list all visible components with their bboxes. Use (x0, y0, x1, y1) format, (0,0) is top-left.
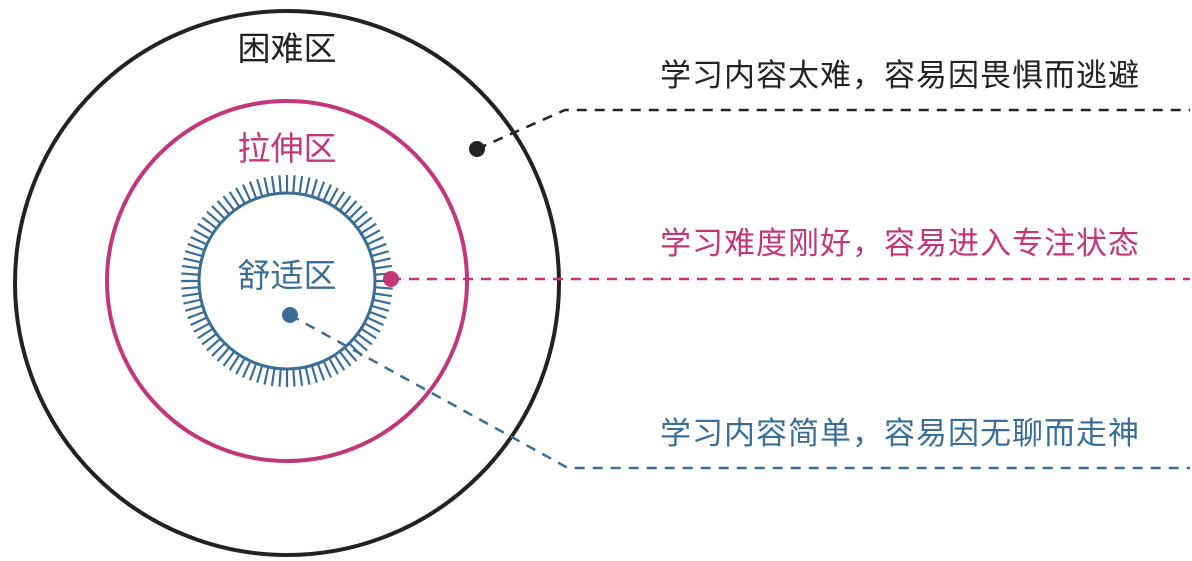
comfort-zone-tick (369, 242, 387, 252)
comfort-zone-tick (201, 332, 218, 346)
stretch-zone-circle (105, 99, 469, 463)
comfort-zone-tick (197, 222, 214, 235)
comfort-zone-tick (310, 178, 318, 197)
stretch-zone-marker (383, 271, 399, 287)
difficult-zone-description: 学习内容太难，容易因畏惧而逃避 (660, 58, 1140, 94)
comfort-zone-tick (360, 327, 377, 340)
difficult-leader-line (476, 108, 1190, 151)
comfort-zone-tick (372, 257, 391, 264)
comfort-zone-tick (356, 332, 373, 346)
comfort-zone-tick (343, 200, 358, 216)
comfort-zone-tick (298, 175, 304, 195)
comfort-zone-tick (270, 175, 276, 195)
comfort-zone-tick (216, 200, 231, 216)
comfort-zone-tick (328, 357, 339, 375)
comfort-zone-tick (322, 184, 333, 202)
comfort-zone-label: 舒适区 (238, 256, 337, 295)
comfort-zone-tick-ring (181, 175, 393, 387)
comfort-zone-tick (373, 292, 393, 298)
comfort-zone-tick (181, 292, 201, 298)
comfort-zone-tick (187, 242, 205, 252)
stretch-zone-label: 拉伸区 (238, 129, 337, 168)
comfort-zone-tick (316, 181, 326, 199)
comfort-zone-description: 学习内容简单，容易因无聊而走神 (660, 416, 1140, 452)
comfort-zone-tick (184, 304, 203, 312)
comfort-zone-tick (235, 357, 246, 375)
comfort-zone-tick (356, 216, 373, 230)
comfort-zone-tick (181, 272, 200, 276)
comfort-zone-tick (241, 184, 252, 202)
comfort-zone-tick (343, 346, 358, 362)
comfort-zone-tick (366, 235, 384, 246)
comfort-zone-tick (348, 205, 363, 220)
comfort-zone-tick (184, 250, 203, 258)
comfort-zone-tick (190, 316, 208, 327)
comfort-zone-tick (304, 177, 311, 196)
comfort-zone-tick (292, 175, 296, 194)
comfort-zone-tick (263, 177, 270, 196)
comfort-zone-tick (366, 316, 384, 327)
comfort-zone-tick (304, 366, 311, 385)
comfort-zone-tick (328, 187, 339, 205)
comfort-zone-tick (333, 354, 346, 371)
comfort-zone-tick (235, 187, 246, 205)
comfort-zone-tick (190, 235, 208, 246)
comfort-zone-tick (371, 250, 390, 258)
comfort-zone-tick (181, 264, 201, 270)
comfort-zone-tick (228, 354, 241, 371)
comfort-zone-tick (216, 346, 231, 362)
difficult-zone-circle (13, 9, 561, 557)
comfort-zone-tick (206, 337, 222, 352)
comfort-zone-tick (211, 205, 226, 220)
comfort-zone-tick (333, 191, 346, 208)
comfort-zone-circle (197, 191, 377, 371)
comfort-zone-tick (248, 363, 258, 381)
difficult-zone-label: 困难区 (238, 29, 337, 68)
comfort-zone-tick (373, 264, 393, 270)
comfort-zone-tick (201, 216, 218, 230)
comfort-zone-tick (338, 195, 352, 212)
comfort-zone-tick (222, 350, 236, 367)
comfort-zone-tick (352, 337, 368, 352)
comfort-zone-tick (222, 195, 236, 212)
comfort-zone-tick (372, 298, 391, 305)
comfort-zone-tick (187, 310, 205, 320)
comfort-zone-tick (228, 191, 241, 208)
stretch-zone-description: 学习难度刚好，容易进入专注状态 (660, 226, 1140, 262)
comfort-zone-tick (374, 286, 393, 290)
comfort-zone-tick (363, 322, 381, 333)
comfort-zone-tick (298, 367, 304, 387)
comfort-zone-tick (360, 222, 377, 235)
comfort-zone-tick (248, 181, 258, 199)
difficult-zone-marker (469, 141, 485, 157)
comfort-zone-tick (197, 327, 214, 340)
comfort-zone-tick (256, 365, 264, 384)
comfort-zone-tick (183, 257, 202, 264)
comfort-zone-tick (322, 360, 333, 378)
comfort-zone-tick (270, 367, 276, 387)
comfort-zone-tick (310, 365, 318, 384)
comfort-zone-tick (181, 286, 200, 290)
comfort-zone-tick (193, 322, 211, 333)
comfort-zone-tick (369, 310, 387, 320)
comfort-zone-tick (371, 304, 390, 312)
comfort-zone-tick (278, 368, 282, 387)
comfort-zone-tick (278, 175, 282, 194)
comfort-zone-tick (256, 178, 264, 197)
comfort-zone-marker (282, 307, 298, 323)
comfort-zone-tick (363, 229, 381, 240)
comfort-zone-tick (352, 210, 368, 225)
comfort-zone-tick (338, 350, 352, 367)
comfort-zone-tick (206, 210, 222, 225)
comfort-zone-tick (263, 366, 270, 385)
comfort-zone-tick (292, 368, 296, 387)
comfort-zone-tick (211, 342, 226, 357)
comfort-zone-tick (241, 360, 252, 378)
comfort-zone-tick (316, 363, 326, 381)
comfort-zone-tick (193, 229, 211, 240)
comfort-zone-tick (183, 298, 202, 305)
